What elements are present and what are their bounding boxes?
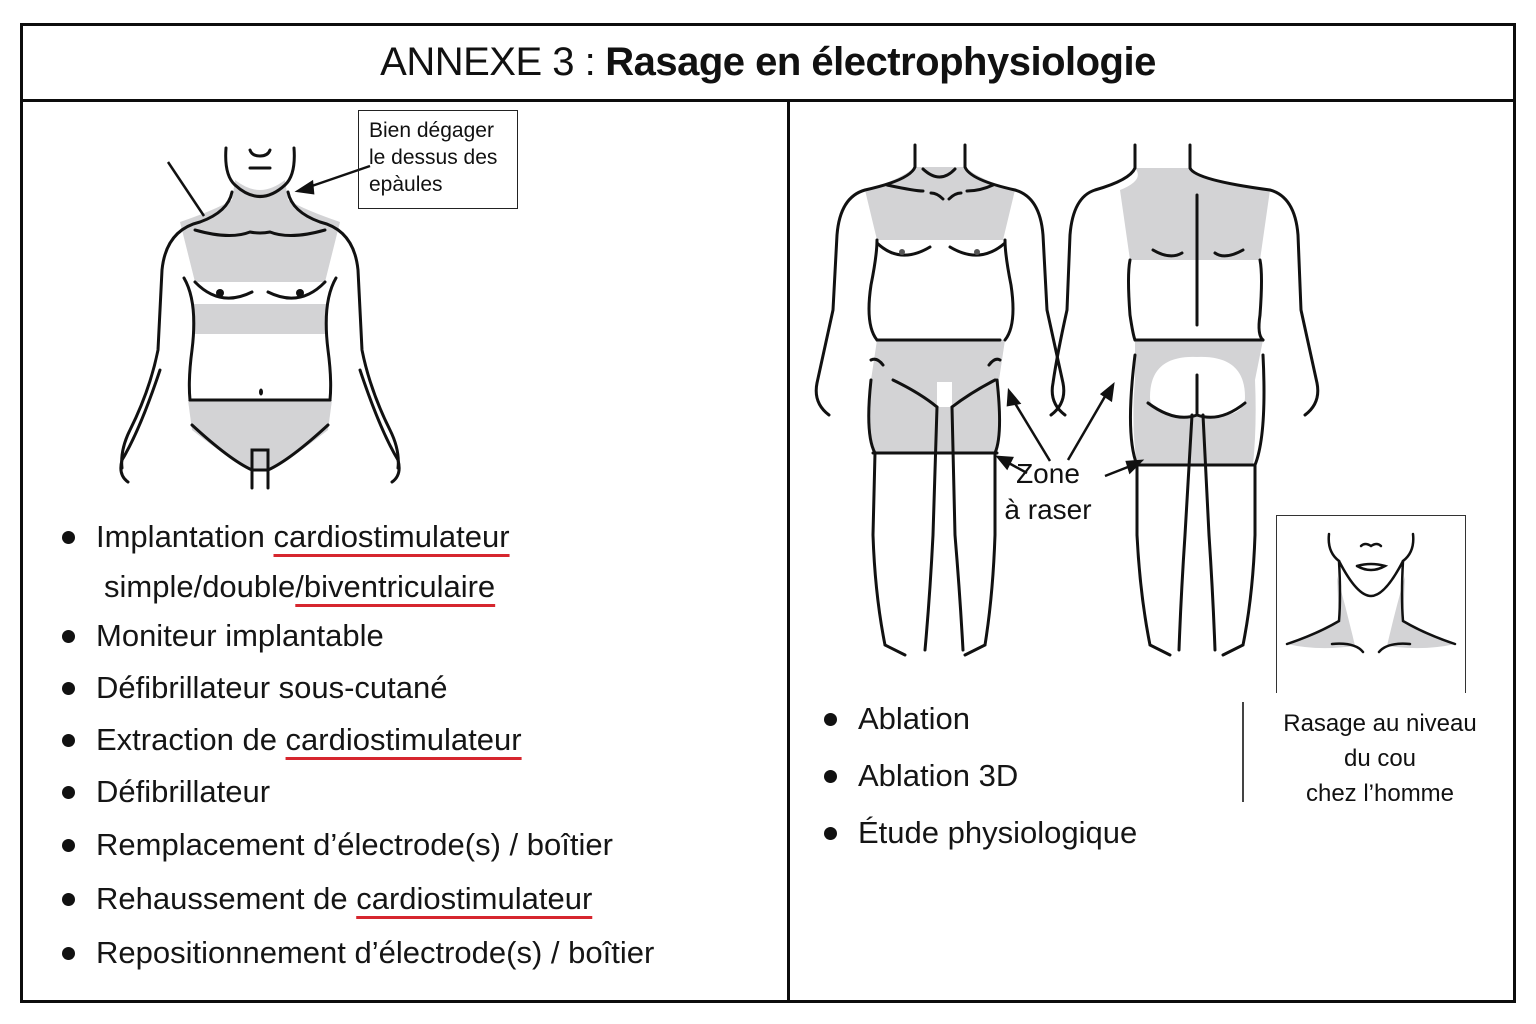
- list-item-continuation: simple/double/biventriculaire: [104, 569, 496, 604]
- callout-line: epàules: [369, 173, 443, 196]
- bullet-icon: [62, 531, 75, 544]
- list-item: Moniteur implantable: [62, 610, 654, 662]
- list-item: Ablation: [824, 690, 1137, 747]
- bullet-icon: [62, 893, 75, 906]
- bullet-icon: [62, 786, 75, 799]
- list-item: Remplacement d’électrode(s) / boîtier: [62, 818, 654, 872]
- neck-inset-caption: Rasage au niveau du cou chez l’homme: [1283, 710, 1477, 807]
- title-prefix: ANNEXE 3 :: [380, 40, 596, 84]
- callout-line: Bien dégager: [369, 119, 494, 142]
- bullet-icon: [62, 630, 75, 643]
- neck-inset-box-legs: [1276, 675, 1466, 693]
- torso-front-figure: [100, 130, 420, 500]
- bullet-icon: [62, 947, 75, 960]
- list-item: Étude physiologique: [824, 804, 1137, 861]
- list-item: Défibrillateur: [62, 766, 654, 818]
- bullet-icon: [824, 712, 837, 726]
- list-item: Rehaussement de cardiostimulateur: [62, 872, 654, 926]
- full-body-shaving-zones-illustration: [814, 143, 1320, 657]
- title-main: Rasage en électrophysiologie: [605, 40, 1156, 84]
- ablation-procedure-list: Ablation Ablation 3D Étude physiologique: [824, 690, 1137, 861]
- bullet-icon: [62, 682, 75, 695]
- column-divider: [787, 102, 790, 1003]
- list-item: Défibrillateur sous-cutané: [62, 662, 654, 714]
- neck-inset-box: [1276, 515, 1466, 675]
- list-item: Ablation 3D: [824, 747, 1137, 804]
- torso-shaving-zones-illustration: [119, 146, 401, 490]
- zone-to-shave-label: Zone à raser: [1004, 458, 1092, 525]
- list-item: Extraction de cardiostimulateur: [62, 714, 654, 766]
- bullet-icon: [62, 839, 75, 852]
- bullet-icon: [824, 769, 837, 783]
- list-item: Repositionnement d’électrode(s) / boîtie…: [62, 926, 654, 980]
- list-item: Implantation cardiostimulateur: [62, 510, 654, 564]
- bullet-icon: [62, 734, 75, 747]
- implant-procedure-list: Implantation cardiostimulateur simple/do…: [62, 510, 654, 980]
- callout-line: le dessus des: [369, 146, 498, 169]
- neck-shaving-zone-illustration: [1285, 532, 1457, 654]
- shoulder-callout: Bien dégager le dessus des epàules: [358, 110, 518, 209]
- caption-separator: [1242, 702, 1244, 802]
- bullet-icon: [824, 826, 837, 840]
- page-title: ANNEXE 3 : Rasage en électrophysiologie: [23, 26, 1513, 102]
- annex-frame: ANNEXE 3 : Rasage en électrophysiologie: [20, 23, 1516, 1003]
- body-front-back-figure: [805, 135, 1335, 665]
